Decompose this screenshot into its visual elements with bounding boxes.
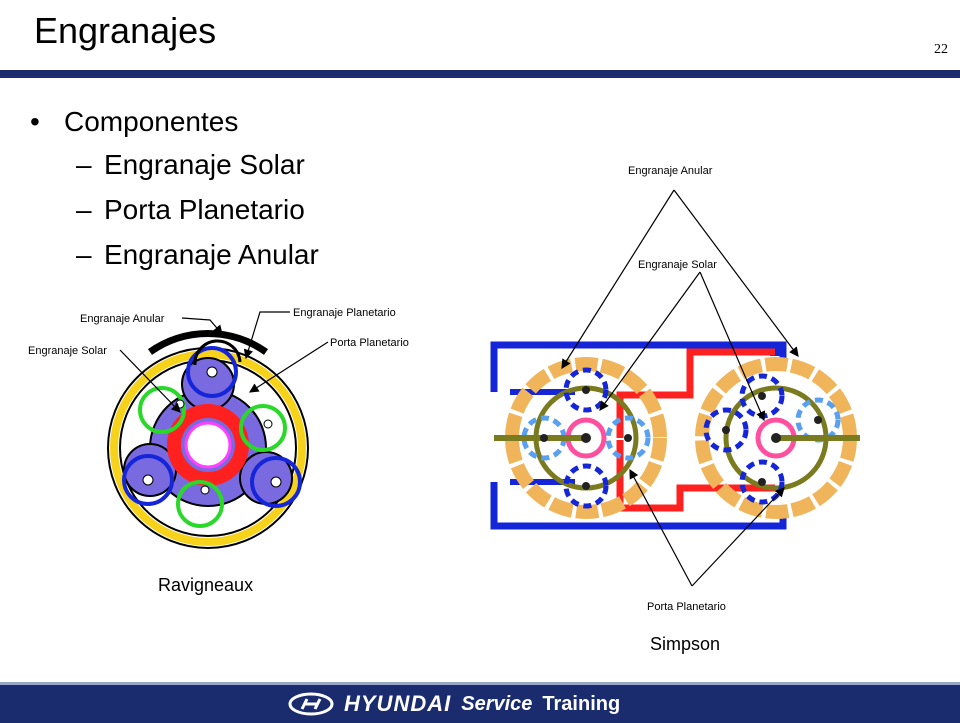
leader-simpson-porta-left	[629, 468, 693, 587]
pinion-long	[122, 454, 174, 506]
leader-solar	[119, 349, 181, 413]
label-simpson-solar: Engranaje Solar	[638, 259, 717, 271]
pin-dot	[722, 426, 730, 434]
pin-dot	[540, 434, 548, 442]
dash-icon: –	[76, 149, 92, 180]
pin-dot	[582, 482, 590, 490]
bullet-sub-text: Engranaje Solar	[104, 149, 305, 180]
pin-dot	[758, 478, 766, 486]
dash-icon: –	[76, 194, 92, 225]
caption-ravigneaux: Ravigneaux	[158, 575, 253, 595]
bullet-sub-item: –Porta Planetario	[30, 187, 319, 232]
leader-planetario	[243, 311, 290, 360]
right-planet	[703, 407, 749, 453]
bullet-list: •Componentes –Engranaje Solar –Porta Pla…	[30, 102, 319, 277]
pin-dot	[758, 392, 766, 400]
bullet-sub-item: –Engranaje Solar	[30, 142, 319, 187]
pinion-short	[176, 480, 224, 528]
leader-simpson-solar-left	[599, 271, 701, 411]
leader-anular	[181, 317, 223, 335]
title-rule	[0, 70, 960, 78]
label-simpson-anular: Engranaje Anular	[628, 165, 713, 177]
left-ring-gear	[505, 357, 667, 519]
pinion-short	[138, 386, 186, 434]
leader-simpson-solar-right	[699, 271, 766, 422]
ravigneaux-diagram: Engranaje Anular Engranaje Planetario En…	[28, 307, 409, 595]
leader-simpson-anular-left	[561, 189, 675, 370]
ring-top-arc	[193, 339, 242, 366]
pin-hole	[263, 419, 273, 429]
label-porta: Porta Planetario	[330, 337, 409, 349]
brand-service: Service	[461, 692, 533, 715]
footer-brand: HYUNDAI Service Training	[288, 691, 620, 717]
right-planet	[739, 459, 785, 505]
pin-hole	[175, 399, 185, 409]
pin-hole	[142, 474, 154, 486]
bullet-main: • Componentes	[30, 102, 319, 142]
bullet-main-text: Componentes	[64, 106, 239, 137]
sun-gear-center	[184, 421, 232, 469]
label-solar: Engranaje Solar	[28, 345, 107, 357]
pin-dot	[582, 386, 590, 394]
sun-shaft	[616, 348, 775, 438]
left-center-dot	[581, 433, 591, 443]
sun-gear	[167, 404, 249, 486]
right-center-dot	[771, 433, 781, 443]
bullet-sub-text: Porta Planetario	[104, 194, 305, 225]
leader-simpson-porta-right	[691, 487, 785, 587]
label-anular: Engranaje Anular	[80, 313, 165, 325]
bullet-sub-text: Engranaje Anular	[104, 239, 319, 270]
pinion-short	[239, 404, 287, 452]
pin-dot	[814, 416, 822, 424]
ring-gear-band	[147, 330, 269, 355]
bullet-dot-icon: •	[30, 106, 40, 137]
page-number: 22	[934, 42, 948, 57]
pinion-long	[250, 456, 302, 508]
pin-hole	[270, 476, 282, 488]
leader-porta	[248, 341, 329, 393]
label-planetario: Engranaje Planetario	[293, 307, 396, 319]
dash-icon: –	[76, 239, 92, 270]
left-planet	[605, 415, 651, 461]
pin-dot	[624, 434, 632, 442]
sun-shaft-lower	[616, 440, 775, 512]
label-simpson-porta: Porta Planetario	[647, 601, 726, 613]
left-planet	[563, 367, 609, 413]
brand-name: HYUNDAI	[344, 691, 452, 716]
ring-gear-yellow	[110, 350, 306, 546]
simpson-diagram: Engranaje Anular Engranaje Solar Porta P…	[490, 165, 860, 654]
pin-hole	[206, 366, 218, 378]
caption-simpson: Simpson	[650, 634, 720, 654]
brand-training: Training	[542, 692, 621, 715]
bullet-sub-item: –Engranaje Anular	[30, 232, 319, 277]
pinion-long	[186, 346, 238, 398]
pin-hole	[200, 485, 210, 495]
slide-title: Engranajes	[34, 10, 217, 51]
leader-simpson-anular-right	[673, 189, 799, 357]
hyundai-logo-icon	[288, 692, 334, 716]
left-planet	[563, 463, 609, 509]
footer-bar: HYUNDAI Service Training	[0, 682, 960, 723]
